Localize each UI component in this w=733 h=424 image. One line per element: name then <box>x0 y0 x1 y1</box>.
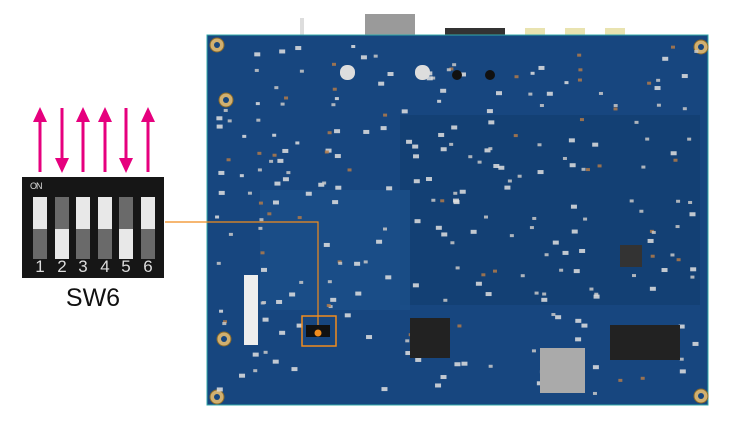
arrow-up-icon <box>141 107 155 172</box>
fpc-connector <box>610 325 680 360</box>
inductor <box>620 245 642 267</box>
switch-number-1: 1 <box>35 257 45 276</box>
arrow-up-icon <box>98 107 112 172</box>
arrow-down-icon <box>119 108 133 173</box>
switch-number-2: 2 <box>57 257 67 276</box>
serial-sticker <box>244 275 258 345</box>
arrow-up-icon <box>76 107 90 172</box>
on-label: ON <box>30 181 42 191</box>
switch-title: SW6 <box>65 284 121 312</box>
dip-switch-1[interactable] <box>33 197 47 259</box>
switch-number-4: 4 <box>100 257 110 276</box>
dip-switch-3[interactable] <box>76 197 90 259</box>
switch-number-3: 3 <box>78 257 88 276</box>
switch-number-5: 5 <box>121 257 131 276</box>
dip-switch-4[interactable] <box>98 197 112 259</box>
switch-number-6: 6 <box>143 257 153 276</box>
ic-chip <box>410 318 450 358</box>
switch-highlight-box <box>301 315 337 347</box>
pcb-board <box>206 14 709 406</box>
dip-switch-6[interactable] <box>141 197 155 259</box>
arrow-up-icon <box>33 107 47 172</box>
leader-dot <box>314 329 322 337</box>
arrow-down-icon <box>55 108 69 173</box>
leader-line <box>165 221 319 333</box>
vga-connector <box>365 14 415 36</box>
dip-switch-5[interactable] <box>119 197 133 259</box>
dip-switch-2[interactable] <box>55 197 69 259</box>
microsd-slot <box>540 348 585 393</box>
